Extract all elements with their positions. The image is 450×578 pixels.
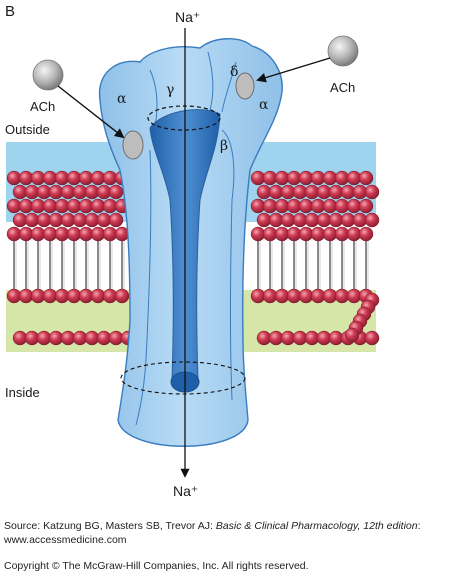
subunit-gamma-label: γ [166,82,175,98]
acetylcholine-receptor [98,38,283,447]
source-suffix: : [417,520,421,532]
ach-binding-arrow-left [57,85,125,139]
lipid-bilayer [6,170,380,346]
lipid-head [364,184,380,200]
lipid-head [364,330,380,346]
ach-label-left: ACh [30,99,56,114]
copyright-notice: Copyright © The McGraw-Hill Companies, I… [4,560,309,572]
lipid-head [364,212,380,228]
lipid-head [358,226,374,242]
lipid-head [108,184,124,200]
subunit-divider [207,51,214,111]
sodium-ion-label-bottom: Na⁺ [173,483,199,499]
subunit-beta-label: β [220,138,229,154]
source-book-title: Basic & Clinical Pharmacology, 12th edit… [215,520,418,532]
inside-label: Inside [5,385,40,400]
ach-label-right: ACh [330,80,356,95]
source-website[interactable]: www.accessmedicine.com [4,534,127,546]
lipid-head [344,327,360,343]
pore-opening-top [147,105,221,131]
outside-label: Outside [5,122,50,137]
subunit-divider [135,149,152,426]
ach-ligand-right-icon [327,35,359,67]
subunit-divider [221,61,237,113]
receptor-base-outline [120,361,246,395]
source-prefix: Source: Katzung BG, Masters SB, Trevor A… [4,520,216,532]
ach-binding-site-right [235,72,255,100]
panel-label: B [5,3,16,20]
subunit-alpha-left-label: α [117,91,127,107]
source-citation: Source: Katzung BG, Masters SB, Trevor A… [4,519,421,547]
subunit-divider [221,129,235,401]
lipid-head [358,198,374,214]
lipid-head [114,288,130,304]
lipid-head [108,212,124,228]
lipid-head [358,170,374,186]
ach-ligand-left-icon [32,59,64,91]
subunit-delta-label: δ [230,64,239,80]
subunit-alpha-right-label: α [259,97,269,113]
ach-binding-site-left [122,130,144,160]
ach-binding-arrow-right [256,57,331,83]
sodium-ion-label-top: Na⁺ [175,9,201,25]
